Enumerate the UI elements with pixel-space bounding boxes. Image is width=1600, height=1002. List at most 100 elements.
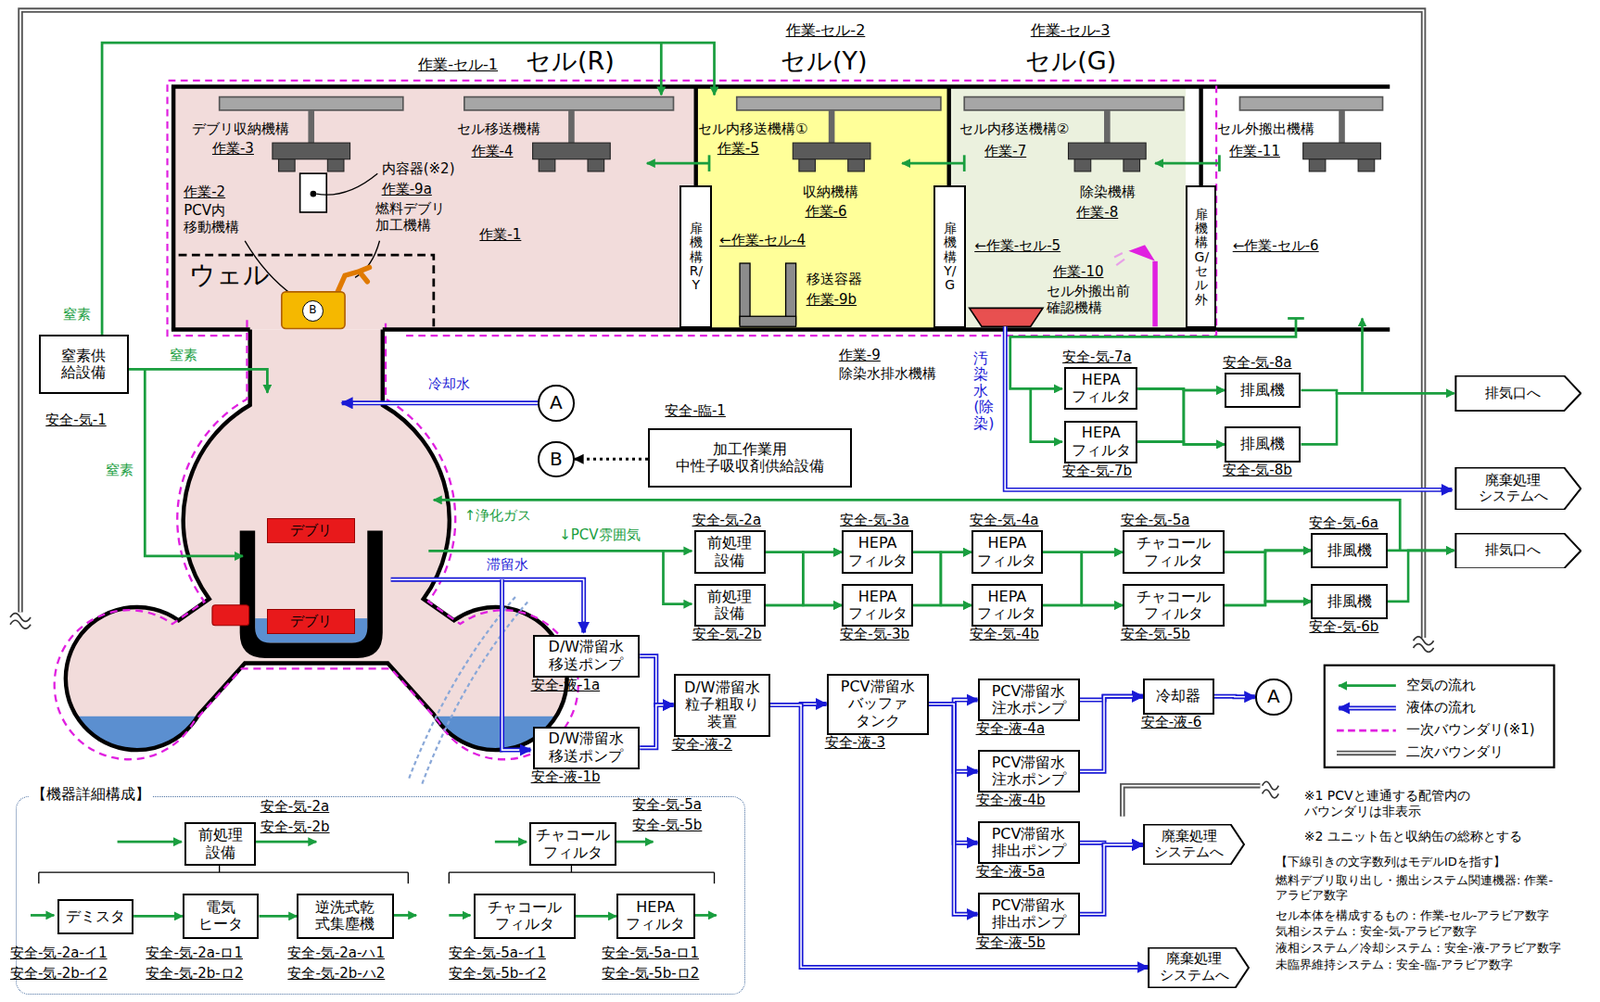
model-id: 安全-液-2 [672, 736, 733, 753]
process-box: HEPA フィルタ安全-気-4a [971, 530, 1043, 574]
gas-duct [1387, 550, 1455, 602]
label: 燃料デブリ取り出し・搬出システム関連機器: 作業-アラビア数字 [1275, 873, 1582, 902]
gas-duct [1042, 552, 1123, 606]
model-id: ←作業-セル-4 [719, 231, 806, 249]
node-text: セル(R) [525, 46, 615, 76]
model-id: 安全-気-5b-イ2 [448, 965, 547, 982]
gas-duct [1224, 550, 1312, 606]
node-text: 扉機構R/Y [689, 221, 703, 293]
node-text: 廃棄処理 システムへ [1153, 951, 1235, 984]
process-box: 排風機安全-気-8a [1224, 372, 1302, 409]
model-id: 作業-10 [1053, 263, 1105, 280]
label: ウェル [189, 259, 270, 292]
door-mechanism: 扉機構R/Y [679, 185, 712, 329]
pipe-inner [639, 705, 663, 749]
process-box: 冷却器安全-液-6 [1142, 678, 1215, 715]
node-text: B [308, 304, 317, 318]
node-text: 排風機 [1327, 593, 1372, 610]
gas-duct [913, 604, 972, 608]
connector-circle: A [1255, 678, 1293, 716]
liquid-pipe [639, 656, 674, 706]
node-text: A [1267, 685, 1281, 708]
label: 液相システム／冷却システム：安全-液-アラビア数字 [1275, 940, 1562, 956]
model-id: 安全-気-2a-ロ1 [145, 944, 243, 962]
gas-duct [1224, 552, 1312, 602]
model-id: 安全-気-3b [839, 626, 910, 643]
process-box: D/W滞留水 粒子粗取り 装置安全-液-2 [673, 673, 772, 737]
label: 汚染水(除染) [973, 350, 989, 432]
gas-duct [1137, 388, 1225, 445]
model-id: 安全-気-5a [632, 796, 702, 813]
model-id: 作業-4 [471, 142, 514, 160]
node-text: D/W滞留水 移送ポンプ [538, 730, 635, 765]
pipe-inner [928, 704, 968, 844]
model-id: 安全-気-2a-イ1 [10, 944, 108, 962]
process-box: PCV滞留水 排出ポンプ安全-液-5a [977, 821, 1080, 864]
model-id: 安全-気-4b [969, 626, 1040, 643]
model-id: 作業-セル-1 [418, 56, 498, 74]
label: セル外搬出前 確認機構 [1046, 282, 1149, 317]
gas-duct [765, 604, 843, 608]
model-id: 安全-気-5b [632, 816, 702, 834]
model-id: 安全-臨-1 [664, 403, 725, 420]
gas-duct [1137, 442, 1225, 445]
model-id: 安全-気-5b [1120, 626, 1191, 643]
model-id: 安全-気-2b-ロ2 [145, 965, 243, 982]
liquid-pipe [928, 704, 978, 915]
model-id: 安全-気-2b [260, 818, 331, 836]
legend-text: 一次バウンダリ(※1) [1406, 721, 1536, 738]
node-text: 廃棄処理 システムへ [1460, 472, 1568, 506]
model-id: 作業-3 [212, 139, 254, 157]
node-text: 排風機 [1327, 542, 1372, 559]
liquid-pipe [1079, 844, 1143, 915]
label: ※1 PCVと連通する配管内の バウンダリは非表示 [1304, 787, 1550, 820]
model-id: 安全-液-3 [825, 735, 886, 751]
door-mechanism: 扉機構Y/G [933, 185, 966, 329]
model-id: 安全-気-7a [1062, 349, 1132, 366]
process-box: デミスタ [57, 899, 135, 936]
outlet-arrow-box: 廃棄処理 システムへ [1147, 947, 1250, 989]
liquid-pipe [1214, 694, 1256, 700]
node-text: デブリ [290, 522, 332, 539]
label: 窒素 [63, 305, 91, 323]
label: 未臨界維持システム：安全-臨-アラビア数字 [1275, 957, 1513, 973]
process-box: HEPA フィルタ安全-気-4b [971, 584, 1043, 628]
process-box: チャコール フィルタ [473, 893, 576, 939]
node-text: チャコール フィルタ [1128, 534, 1220, 570]
door-mechanism: 扉機構G/セル外 [1185, 185, 1217, 329]
node-text: HEPA フィルタ [1069, 424, 1132, 459]
model-id: 安全-気-2b-イ2 [10, 965, 108, 982]
model-id: 安全-液-5a [976, 863, 1046, 880]
label: 窒素 [169, 346, 198, 364]
model-id: 安全-気-2b-ハ2 [287, 965, 385, 982]
model-id: 作業-9 [838, 346, 881, 364]
outlet-arrow-box: 排気口へ [1454, 375, 1583, 412]
pipe-inner [928, 704, 968, 773]
connector-circle: A [537, 384, 575, 422]
label: ↑浄化ガス [464, 507, 533, 524]
process-box: HEPA フィルタ安全-気-7b [1064, 420, 1138, 464]
model-id: 安全-気-1 [45, 412, 106, 429]
node-text: 廃棄処理 システムへ [1148, 828, 1231, 862]
label: ↓PCV雰囲気 [558, 526, 640, 544]
model-id: 安全-液-1b [531, 769, 601, 786]
label: 冷却水 [428, 375, 470, 393]
process-box: 前処理 設備安全-気-2a [694, 530, 766, 574]
pipe-inner [639, 656, 663, 706]
node-text: 扉機構G/セル外 [1194, 207, 1208, 308]
node-text: セル(Y) [780, 46, 868, 76]
node-text: 冷却器 [1155, 687, 1201, 705]
label: 滞留水 [486, 556, 529, 573]
pipe-inner [1214, 695, 1245, 698]
model-id: 安全-液-4b [976, 792, 1046, 809]
model-id: 作業-8 [1076, 203, 1118, 221]
label: セル移送機構 [457, 120, 541, 138]
node-text: HEPA フィルタ [847, 588, 908, 623]
process-box: 排風機安全-気-6a [1310, 533, 1388, 570]
process-box: PCV滞留水 バッファ タンク安全-液-3 [826, 673, 929, 736]
node-text: 加工作業用 中性子吸収剤供給設備 [653, 441, 847, 476]
model-id: 安全-気-6b [1308, 619, 1379, 635]
connector-circle: B [537, 441, 575, 479]
process-box: PCV滞留水 注水ポンプ安全-液-4a [977, 678, 1080, 722]
node-text: デブリ [290, 613, 332, 630]
